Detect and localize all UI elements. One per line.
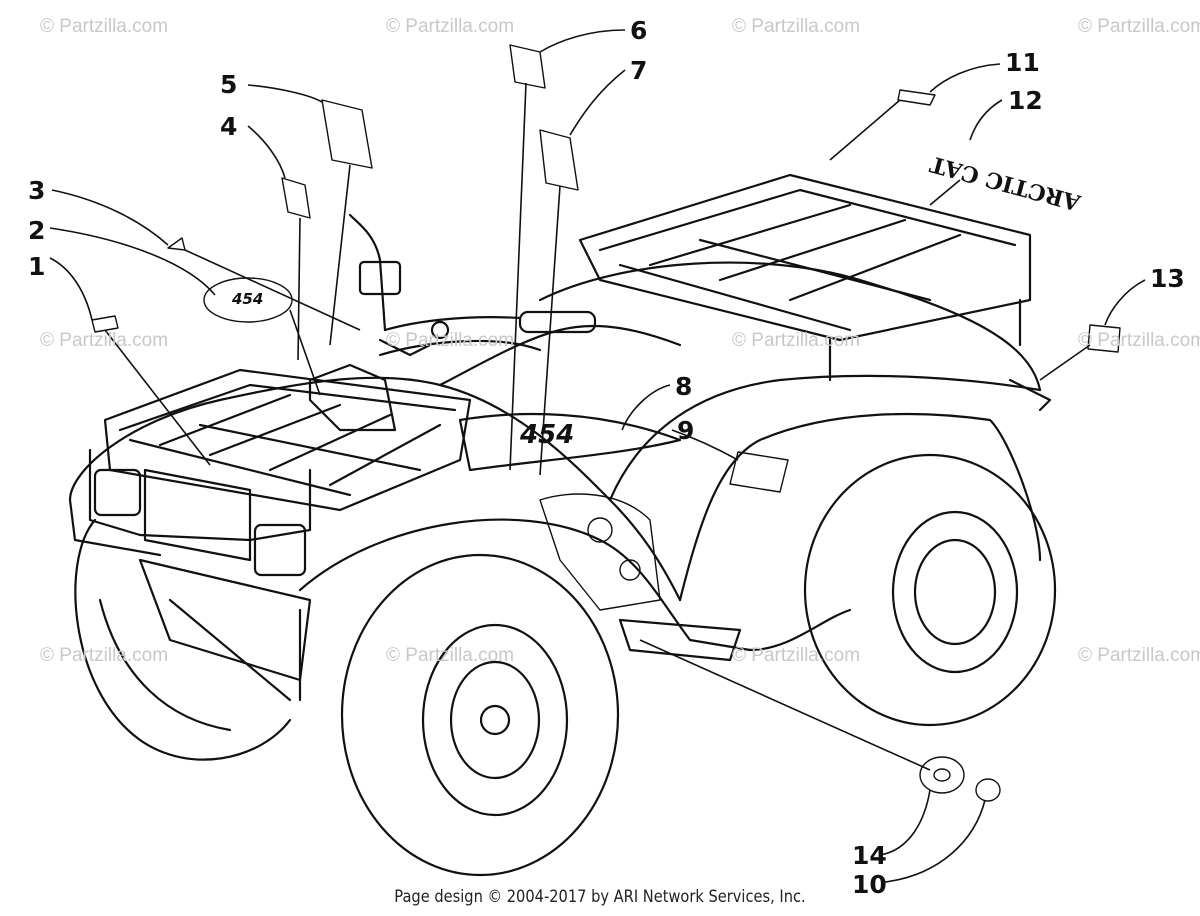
callout-14: 14 <box>852 841 887 870</box>
watermark: © Partzilla.com <box>732 330 861 351</box>
decal-4 <box>281 177 311 219</box>
cap-10 <box>975 778 1001 802</box>
decal-1 <box>91 315 119 333</box>
watermark: © Partzilla.com <box>40 16 169 37</box>
rear-wheel <box>803 453 1057 727</box>
front-rack <box>103 368 472 512</box>
watermark: © Partzilla.com <box>732 645 861 666</box>
decal-3 <box>167 237 186 251</box>
callout-3: 3 <box>28 176 46 205</box>
side-decal-454 <box>458 412 682 472</box>
callout-11: 11 <box>1005 48 1040 77</box>
decal-13 <box>1087 324 1121 353</box>
decal-parts <box>91 44 1121 802</box>
watermark: © Partzilla.com <box>386 330 515 351</box>
decal-5 <box>321 99 373 169</box>
watermark: © Partzilla.com <box>40 330 169 351</box>
front-right-wheel <box>340 553 620 877</box>
callout-12: 12 <box>1008 86 1043 115</box>
callout-5: 5 <box>220 70 238 99</box>
callout-9: 9 <box>677 416 695 445</box>
seat <box>308 339 542 432</box>
front-bumper <box>88 448 312 702</box>
watermark: © Partzilla.com <box>1078 16 1200 37</box>
callout-4: 4 <box>220 112 238 141</box>
handlebars <box>348 213 597 357</box>
callout-2: 2 <box>28 216 46 245</box>
decal-9 <box>729 451 789 493</box>
decal-454-small-text: 454 <box>232 290 264 308</box>
decal-454-text: 454 <box>520 420 575 450</box>
rear-rack <box>578 173 1032 382</box>
callout-10: 10 <box>852 870 887 899</box>
callout-7: 7 <box>630 56 648 85</box>
engine <box>539 493 661 611</box>
callout-6: 6 <box>630 16 648 45</box>
callout-13: 13 <box>1150 264 1185 293</box>
front-left-wheel <box>74 518 292 761</box>
watermark: © Partzilla.com <box>386 16 515 37</box>
watermark: © Partzilla.com <box>732 16 861 37</box>
decal-11 <box>897 89 936 106</box>
watermark: © Partzilla.com <box>40 645 169 666</box>
watermark: © Partzilla.com <box>1078 330 1200 351</box>
watermark: © Partzilla.com <box>1078 645 1200 666</box>
rear-fender-tip <box>1008 378 1052 412</box>
watermark: © Partzilla.com <box>386 645 515 666</box>
copyright-footer: Page design © 2004-2017 by ARI Network S… <box>394 887 806 907</box>
decal-7 <box>539 129 579 191</box>
atv-body <box>68 261 1042 662</box>
decal-6 <box>509 44 546 89</box>
callout-1: 1 <box>28 252 46 281</box>
callout-8: 8 <box>675 372 693 401</box>
grommet-14 <box>919 756 965 794</box>
leader-lines <box>49 29 1146 883</box>
